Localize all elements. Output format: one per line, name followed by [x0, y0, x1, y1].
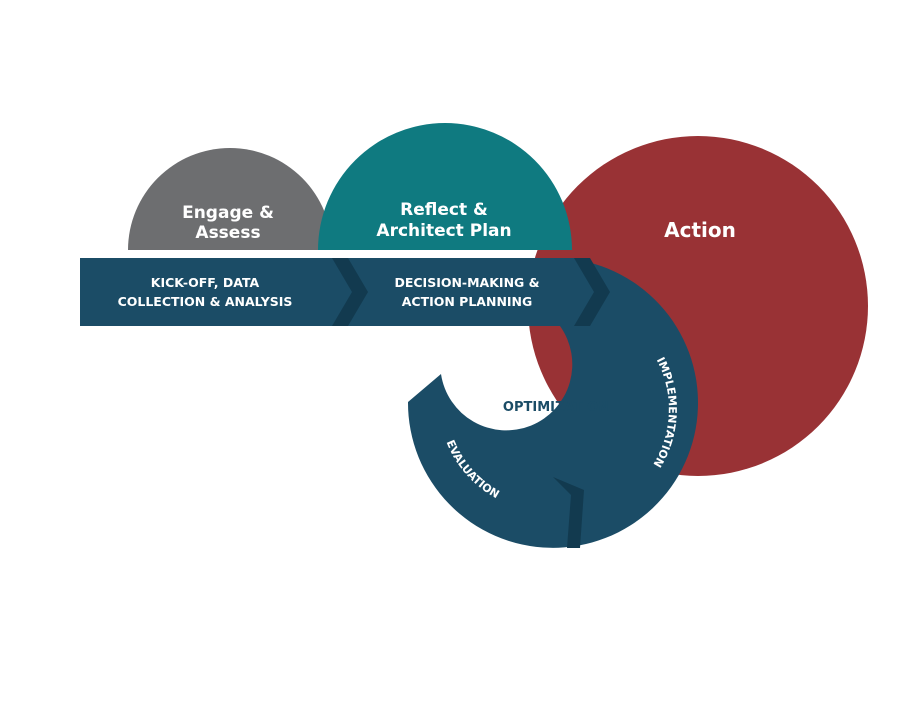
action-label: Action: [664, 218, 736, 242]
engage-label-line1: Engage &: [182, 203, 274, 223]
decision-label-line1: DECISION-MAKING &: [394, 275, 539, 290]
chevron-divider-1-face: [318, 258, 352, 326]
chevron-divider-2-face: [560, 258, 594, 326]
reflect-dome: [318, 123, 572, 250]
kickoff-label-line2: COLLECTION & ANALYSIS: [118, 294, 293, 309]
chevron-divider-3: [553, 477, 584, 548]
chevron-divider-1: [330, 258, 368, 326]
chevron-divider-2: [572, 258, 610, 326]
kickoff-label-line1: KICK-OFF, DATA: [151, 275, 260, 290]
reflect-label-line2: Architect Plan: [376, 221, 511, 241]
optimization-label: OPTIMIZATION: [503, 400, 609, 415]
engage-dome: [128, 148, 332, 250]
process-band-curve: [407, 258, 698, 548]
engage-label-line2: Assess: [195, 223, 260, 243]
reflect-label-line1: Reflect &: [400, 200, 488, 220]
decision-label-line2: ACTION PLANNING: [402, 294, 533, 309]
